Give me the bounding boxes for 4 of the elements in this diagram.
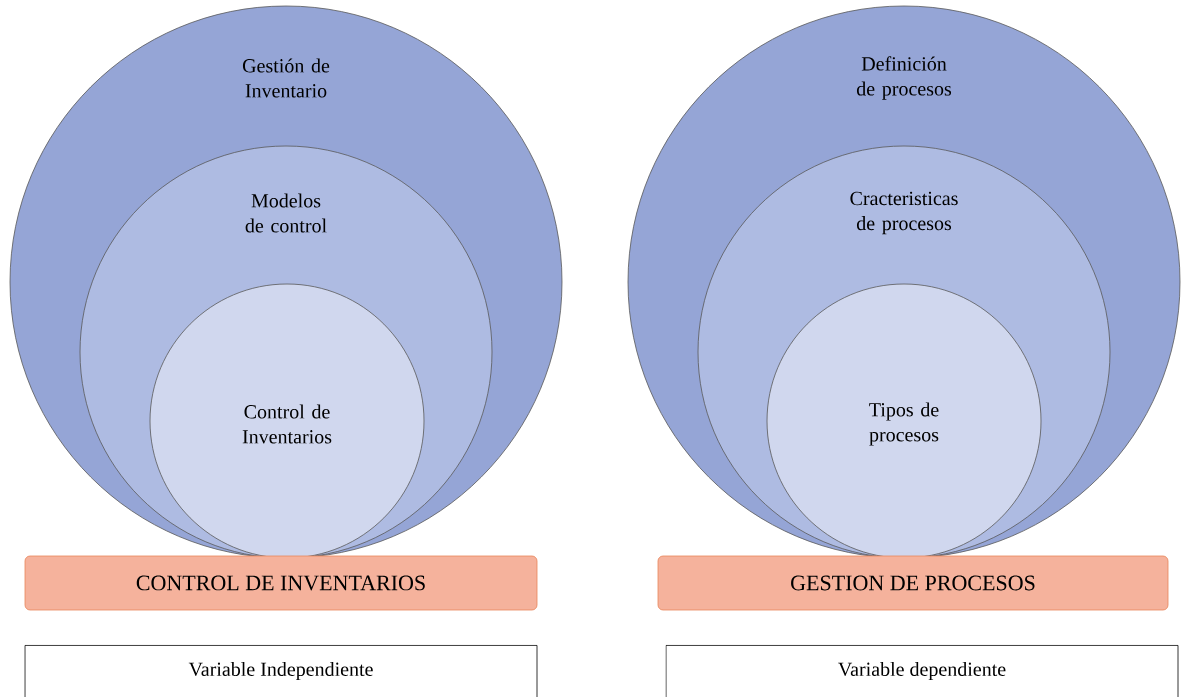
text-box: Variable dependiente xyxy=(665,645,1179,697)
title-bar: CONTROL DE INVENTARIOS xyxy=(24,555,538,611)
text-box: Variable Independiente xyxy=(24,645,538,697)
title-bar: GESTION DE PROCESOS xyxy=(657,555,1169,611)
